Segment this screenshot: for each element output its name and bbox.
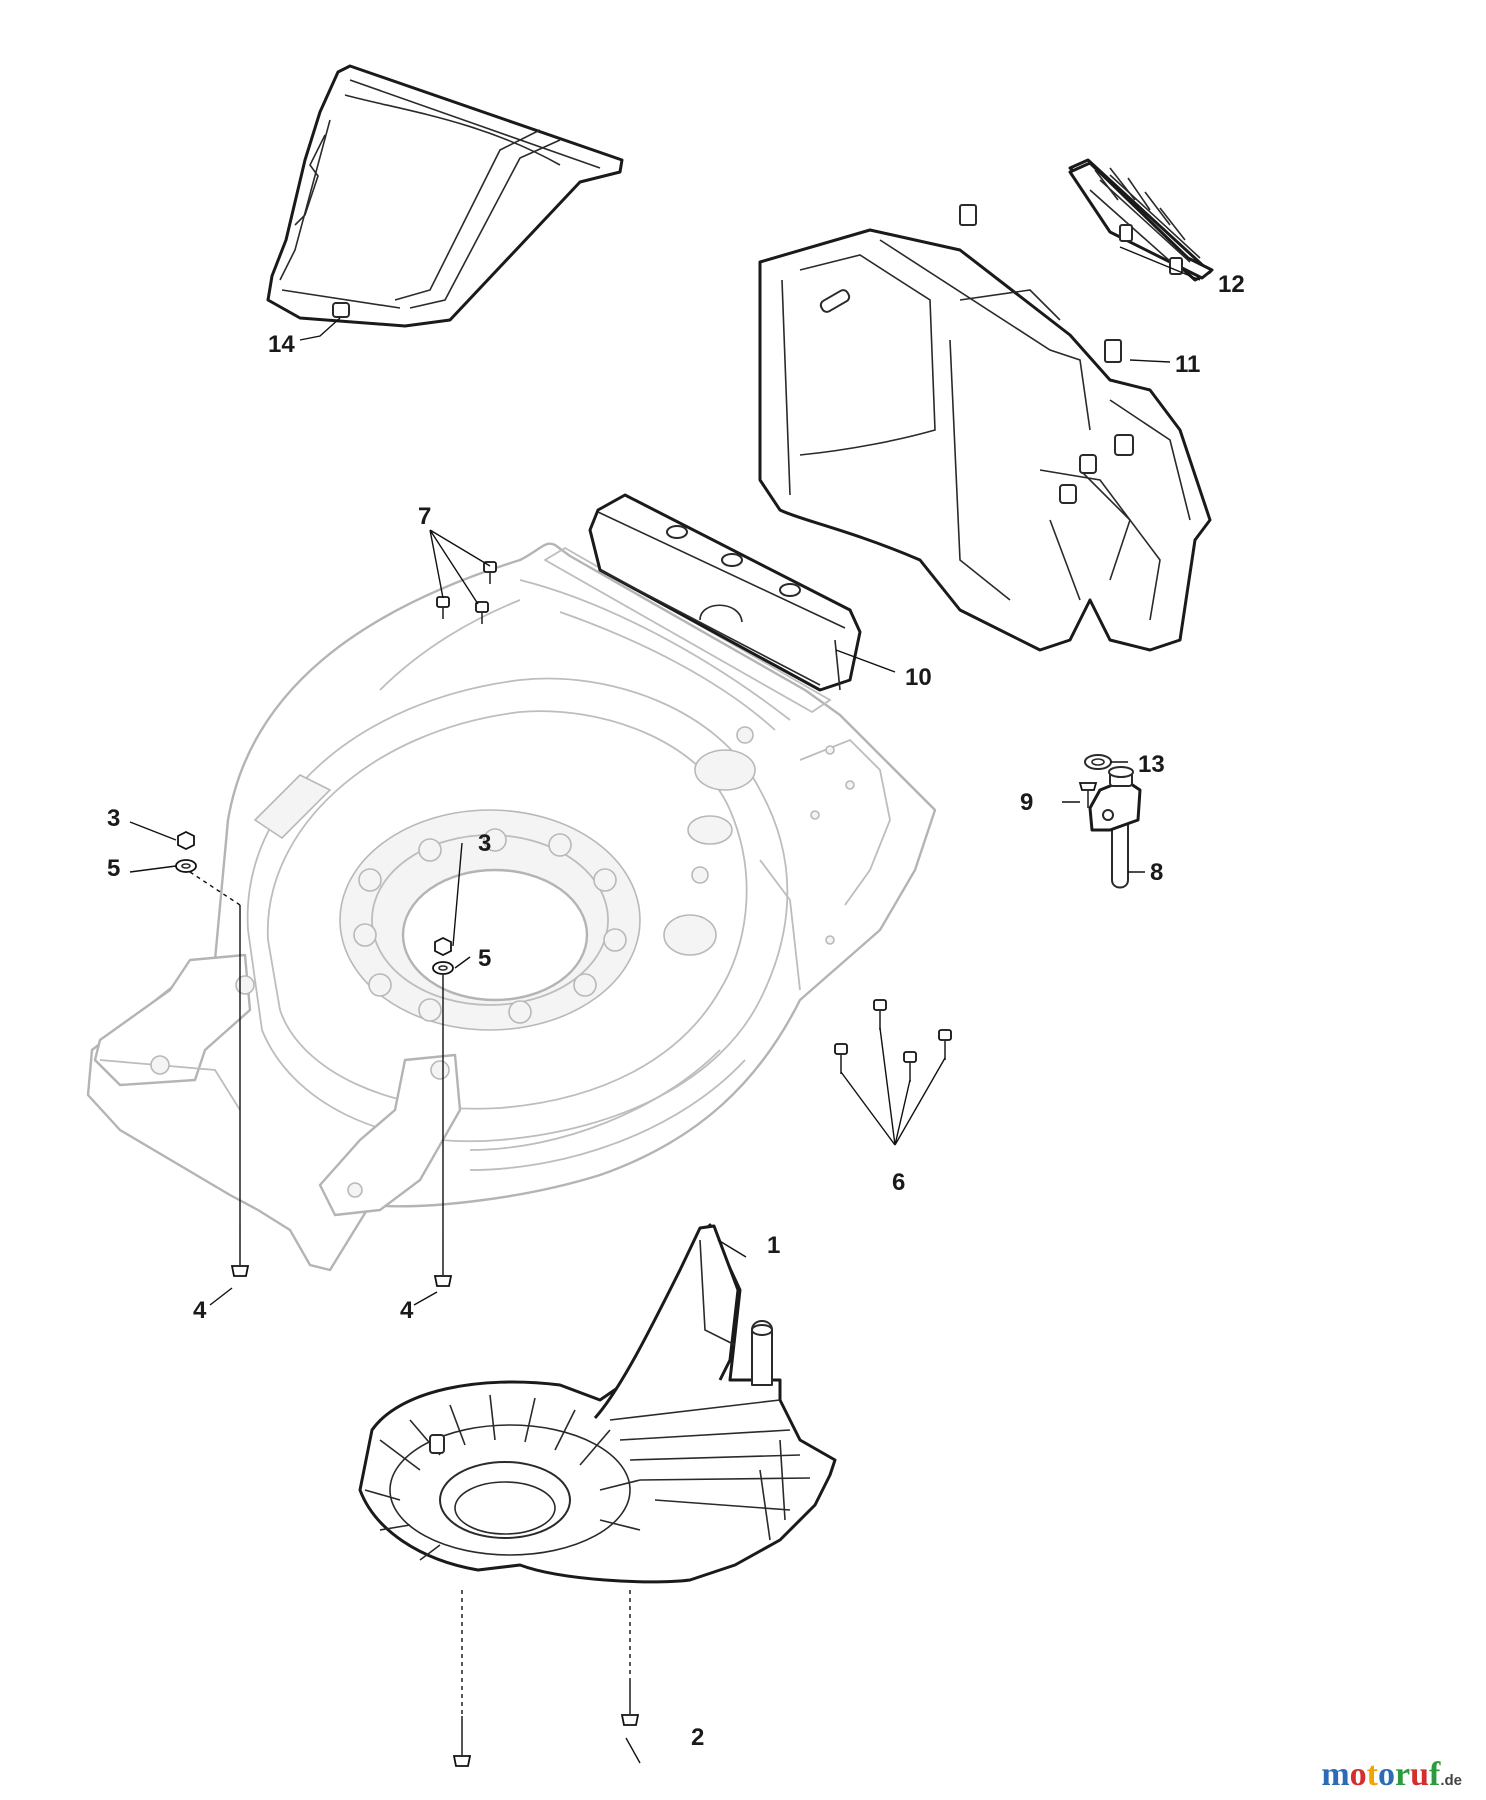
screw-9: [1078, 782, 1098, 808]
leader-lines: [129, 246, 1201, 1764]
callout-5-center: 5: [478, 945, 491, 972]
washer: [1084, 754, 1112, 770]
watermark-letter: o: [1377, 1756, 1395, 1793]
motoruf-watermark-logo: motoruf.de: [1321, 1756, 1462, 1794]
callout-labels: 1 2 3 3 4 4 5 5 6 7 8 9 10 11 12 13 14: [107, 271, 1245, 1751]
deck-ring-bosses: [353, 828, 627, 1024]
callout-10: 10: [905, 664, 932, 691]
rear-flap-housing: [758, 204, 1212, 652]
washers-5: [175, 859, 454, 975]
height-adjuster-pin: [1088, 766, 1142, 889]
callout-7: 7: [418, 503, 431, 530]
callout-13: 13: [1138, 751, 1165, 778]
bolts-4: [230, 1225, 453, 1287]
vent-grille: [1068, 158, 1214, 282]
callout-9: 9: [1020, 789, 1033, 816]
callout-11: 11: [1175, 351, 1200, 378]
impeller-bowl: [358, 1223, 837, 1584]
callout-3-left: 3: [107, 805, 120, 832]
grass-bag-frame: [266, 64, 624, 328]
callout-2: 2: [691, 1724, 704, 1751]
callout-6: 6: [892, 1169, 905, 1196]
callout-12: 12: [1218, 271, 1245, 298]
watermark-letter: o: [1349, 1756, 1367, 1793]
callout-5-left: 5: [107, 855, 120, 882]
watermark-letter: t: [1366, 1756, 1378, 1793]
callout-4-left: 4: [193, 1297, 207, 1324]
screws-7: [436, 561, 497, 624]
callout-4-center: 4: [400, 1297, 414, 1324]
assembly-lines: [189, 871, 631, 1716]
watermark-letter: u: [1410, 1756, 1429, 1793]
nuts-3: [177, 830, 452, 957]
callout-3-center: 3: [478, 830, 491, 857]
watermark-tld: .de: [1440, 1772, 1462, 1789]
callout-1: 1: [767, 1232, 780, 1259]
bolts-2: [452, 1680, 640, 1767]
watermark-letter: r: [1394, 1756, 1411, 1793]
screws-6: [834, 999, 952, 1082]
watermark-letter: m: [1321, 1756, 1350, 1793]
callout-8: 8: [1150, 859, 1163, 886]
callout-14: 14: [268, 331, 295, 358]
top-deflector: [588, 493, 862, 692]
watermark-letter: f: [1428, 1756, 1441, 1793]
